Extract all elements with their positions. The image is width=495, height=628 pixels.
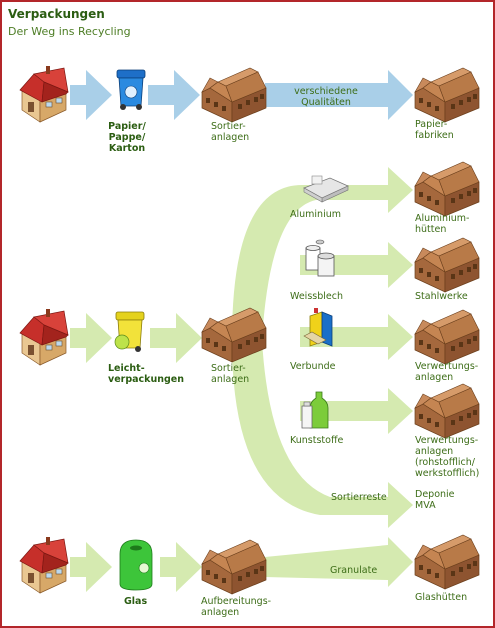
packaging-facility-label: Sortier- anlagen <box>211 363 250 385</box>
composite-arrow <box>300 314 413 360</box>
paper-material-label: Papier/ Pappe/ Karton <box>108 121 146 154</box>
paper-flow-label: verschiedene Qualitäten <box>294 86 358 108</box>
glass-arrow-1 <box>70 542 112 592</box>
paper-destination-label: Papier- fabriken <box>415 119 454 141</box>
yellow-packaging-bin-icon <box>114 311 145 352</box>
paper-arrow-3 <box>265 70 413 120</box>
paper-arrow-1 <box>70 70 112 120</box>
recovery-plant-icon <box>414 309 480 365</box>
glass-arrow-2 <box>160 542 202 592</box>
packaging-flow-arrows <box>70 167 413 528</box>
output-item-plastics: Kunststoffe <box>290 435 344 446</box>
glass-facility-label: Aufbereitungs- anlagen <box>201 596 272 618</box>
sorting-plant-icon-paper <box>201 67 267 123</box>
output-destination-aluminium: Aluminium- hütten <box>415 213 470 235</box>
paper-facility-label: Sortier- anlagen <box>211 121 250 143</box>
page-subtitle: Der Weg ins Recycling <box>8 25 131 38</box>
glass-destination-label: Glashütten <box>415 592 468 603</box>
output-destination-residues: Deponie MVA <box>415 489 455 511</box>
aluminium-smelter-icon <box>414 161 480 217</box>
output-item-residues: Sortierreste <box>331 492 387 503</box>
beverage-carton-icon <box>303 308 333 347</box>
aluminium-foil-icon <box>303 175 349 203</box>
paper-flow-arrows <box>70 70 413 120</box>
household-icon-packaging <box>19 308 69 366</box>
output-destination-composites: Verwertungs- anlagen <box>415 361 479 383</box>
paper-mill-icon <box>414 67 480 123</box>
output-destination-tinplate: Stahlwerke <box>415 291 468 302</box>
glassworks-icon <box>414 534 480 590</box>
glass-flow-arrows <box>70 537 413 592</box>
recovery-plant-plastics-icon <box>414 383 480 439</box>
packaging-material-label: Leicht- verpackungen <box>108 363 185 385</box>
plastics-arrow <box>300 388 413 434</box>
output-destination-plastics: Verwertungs- anlagen (rohstofflich/ werk… <box>415 435 480 479</box>
steelworks-icon <box>414 237 480 293</box>
glass-material-label: Glas <box>124 596 148 607</box>
packaging-arrow-1 <box>70 313 112 363</box>
packaging-arrow-2 <box>150 313 202 363</box>
output-item-tinplate: Weissblech <box>290 291 343 302</box>
green-glass-bin-icon <box>119 539 153 591</box>
blue-paper-bin-icon <box>116 69 146 110</box>
glass-arrow-3 <box>265 537 413 587</box>
page-title: Verpackungen <box>8 7 105 21</box>
plastic-bottles-icon <box>301 391 329 429</box>
glass-flow-label: Granulate <box>330 565 378 576</box>
output-item-composites: Verbunde <box>290 361 336 372</box>
tin-cans-icon <box>305 239 335 277</box>
household-icon-glass <box>19 536 69 594</box>
processing-plant-icon-glass <box>201 539 267 595</box>
paper-arrow-2 <box>148 70 200 120</box>
output-item-aluminium: Aluminium <box>290 209 341 220</box>
household-icon-paper <box>19 65 69 123</box>
sorting-fan-area <box>232 167 413 528</box>
tinplate-arrow <box>300 242 413 288</box>
